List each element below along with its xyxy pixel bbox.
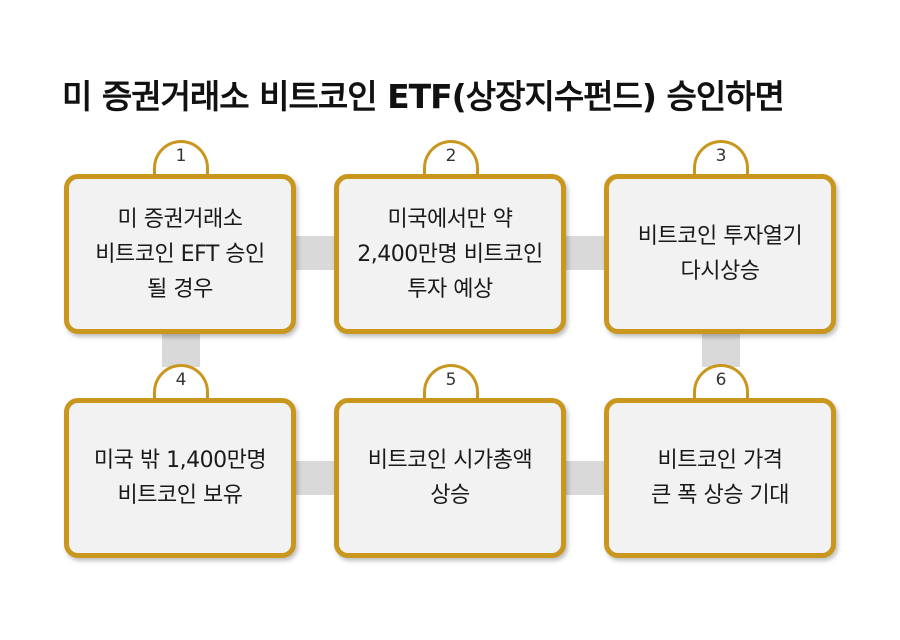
step-3-number: 3 xyxy=(715,146,727,166)
step-1-box: 미 증권거래소 비트코인 EFT 승인 될 경우 xyxy=(64,174,296,334)
step-5-text: 비트코인 시가총액 상승 xyxy=(367,448,533,508)
step-3-text: 비트코인 투자열기 다시상승 xyxy=(637,224,803,284)
connector-3-6 xyxy=(702,333,740,367)
step-6-text: 비트코인 가격 큰 폭 상승 기대 xyxy=(651,448,789,508)
step-2-box: 미국에서만 약 2,400만명 비트코인 투자 예상 xyxy=(334,174,566,334)
connector-4-5 xyxy=(296,461,336,495)
step-6-number: 6 xyxy=(715,370,727,390)
connector-5-6 xyxy=(566,461,606,495)
step-2-number: 2 xyxy=(445,146,457,166)
connector-1-4 xyxy=(162,333,200,367)
diagram-title: 미 증권거래소 비트코인 ETF(상장지수펀드) 승인하면 xyxy=(62,77,785,116)
step-5-number: 5 xyxy=(445,370,457,390)
connector-1-2 xyxy=(296,236,336,270)
step-4-number: 4 xyxy=(175,370,187,390)
step-4-text: 미국 밖 1,400만명 비트코인 보유 xyxy=(93,448,267,508)
connector-2-3 xyxy=(566,236,606,270)
step-1-number: 1 xyxy=(175,146,187,166)
step-5-box: 비트코인 시가총액 상승 xyxy=(334,398,566,558)
step-3-box: 비트코인 투자열기 다시상승 xyxy=(604,174,836,334)
step-2-text: 미국에서만 약 2,400만명 비트코인 투자 예상 xyxy=(357,206,543,302)
step-4-box: 미국 밖 1,400만명 비트코인 보유 xyxy=(64,398,296,558)
step-1-text: 미 증권거래소 비트코인 EFT 승인 될 경우 xyxy=(95,206,265,302)
step-6-box: 비트코인 가격 큰 폭 상승 기대 xyxy=(604,398,836,558)
